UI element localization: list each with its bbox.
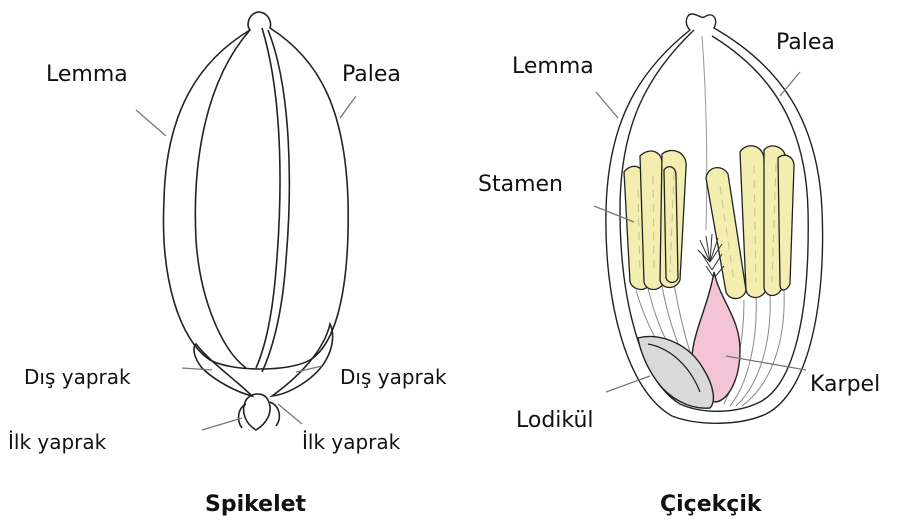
leader-floret-palea: [780, 72, 800, 96]
leader-floret-lemma: [596, 92, 618, 118]
label-floret-lemma: Lemma: [512, 54, 594, 79]
label-spikelet-first-leaf-right: İlk yaprak: [302, 430, 400, 454]
spikelet-drawing: [136, 12, 356, 430]
leader-floret-lodikul: [606, 376, 650, 392]
floret-drawing: [594, 14, 823, 423]
label-spikelet-outer-glume-left: Dış yaprak: [24, 365, 131, 389]
label-floret-carpel: Karpel: [810, 372, 880, 397]
leader-spikelet-ilk-left: [202, 418, 242, 430]
floret-midline: [702, 36, 707, 230]
spikelet-palea-seam2: [256, 28, 280, 368]
label-floret-lodicule: Lodikül: [516, 408, 594, 433]
spikelet-palea-seam: [262, 30, 289, 372]
stamen-left-4: [664, 167, 678, 283]
label-spikelet-palea: Palea: [342, 62, 401, 87]
leader-spikelet-dis-left: [182, 368, 212, 370]
caption-floret: Çiçekçik: [660, 492, 762, 517]
caption-spikelet: Spikelet: [205, 492, 306, 517]
label-spikelet-lemma: Lemma: [46, 62, 128, 87]
leader-spikelet-palea: [340, 96, 356, 118]
spikelet-rachilla: [244, 394, 270, 430]
spikelet-first-leaf-right: [270, 402, 279, 426]
spikelet-outline: [163, 12, 348, 369]
label-spikelet-first-leaf-left: İlk yaprak: [8, 430, 106, 454]
label-floret-stamen: Stamen: [478, 172, 563, 197]
leader-spikelet-lemma: [136, 110, 166, 136]
label-floret-palea: Palea: [776, 30, 835, 55]
spikelet-outer-glume-right: [272, 324, 333, 396]
leader-spikelet-ilk-right: [278, 404, 302, 424]
label-spikelet-outer-glume-right: Dış yaprak: [340, 365, 447, 389]
stamen-right-4: [778, 155, 794, 290]
spikelet-lemma-edge: [195, 30, 250, 368]
